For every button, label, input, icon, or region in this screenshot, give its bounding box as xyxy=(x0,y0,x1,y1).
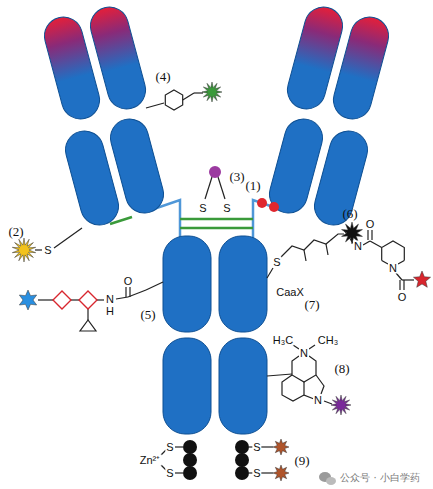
watermark: 公众号 · 小白学药 xyxy=(340,473,420,483)
payload-dot xyxy=(269,202,279,212)
atom-label: N xyxy=(299,348,309,359)
callout-number: (1) xyxy=(245,179,260,192)
atom-label: O xyxy=(365,219,376,230)
payload-star xyxy=(331,395,351,415)
atom-label: S xyxy=(43,245,52,256)
disulfide-bond xyxy=(180,227,253,230)
payload-star xyxy=(273,439,289,455)
callout-number: (3) xyxy=(229,170,244,183)
payload-star xyxy=(413,271,430,287)
callout-number: (8) xyxy=(334,362,349,375)
tag-balls xyxy=(183,440,249,480)
atom-label: CaaX xyxy=(275,287,305,298)
bonds xyxy=(35,90,414,473)
diamond-linker xyxy=(53,291,97,309)
payload-star xyxy=(202,82,222,102)
payload-star xyxy=(12,238,35,262)
callout-number: (4) xyxy=(155,70,170,83)
payload-stars xyxy=(12,82,430,481)
disulfide-bond xyxy=(180,218,253,221)
atom-label: S xyxy=(222,203,231,214)
atom-label: O xyxy=(123,276,134,287)
atom-label: N xyxy=(313,395,323,406)
payload-star xyxy=(19,290,36,310)
atom-label: N xyxy=(105,294,115,305)
payload-dot xyxy=(257,198,267,208)
callout-number: (7) xyxy=(304,298,319,311)
fc-domains xyxy=(163,236,267,434)
atom-label: S xyxy=(165,468,174,479)
wechat-icon xyxy=(319,472,336,485)
fab-arm xyxy=(253,3,393,238)
payload-ball xyxy=(209,166,221,178)
fab-arm xyxy=(40,3,180,238)
atom-label: S xyxy=(198,203,207,214)
atom-label: S xyxy=(272,257,281,268)
atom-label: N xyxy=(353,241,363,252)
payload-star xyxy=(273,465,289,481)
atom-label: CH₃ xyxy=(317,335,339,346)
callout-number: (9) xyxy=(294,454,309,467)
atom-label: S xyxy=(252,442,261,453)
atom-label: O xyxy=(397,292,408,303)
atom-label: S xyxy=(252,468,261,479)
atom-label: N xyxy=(388,263,398,274)
atom-label: Zn²⁺ xyxy=(139,455,162,466)
callout-number: (6) xyxy=(342,207,357,220)
atom-label: H xyxy=(105,306,115,317)
callout-number: (2) xyxy=(8,225,23,238)
callout-number: (5) xyxy=(140,308,155,321)
atom-label: S xyxy=(165,442,174,453)
atom-label: H₃C xyxy=(272,335,294,346)
disulfide-bond xyxy=(110,217,132,224)
